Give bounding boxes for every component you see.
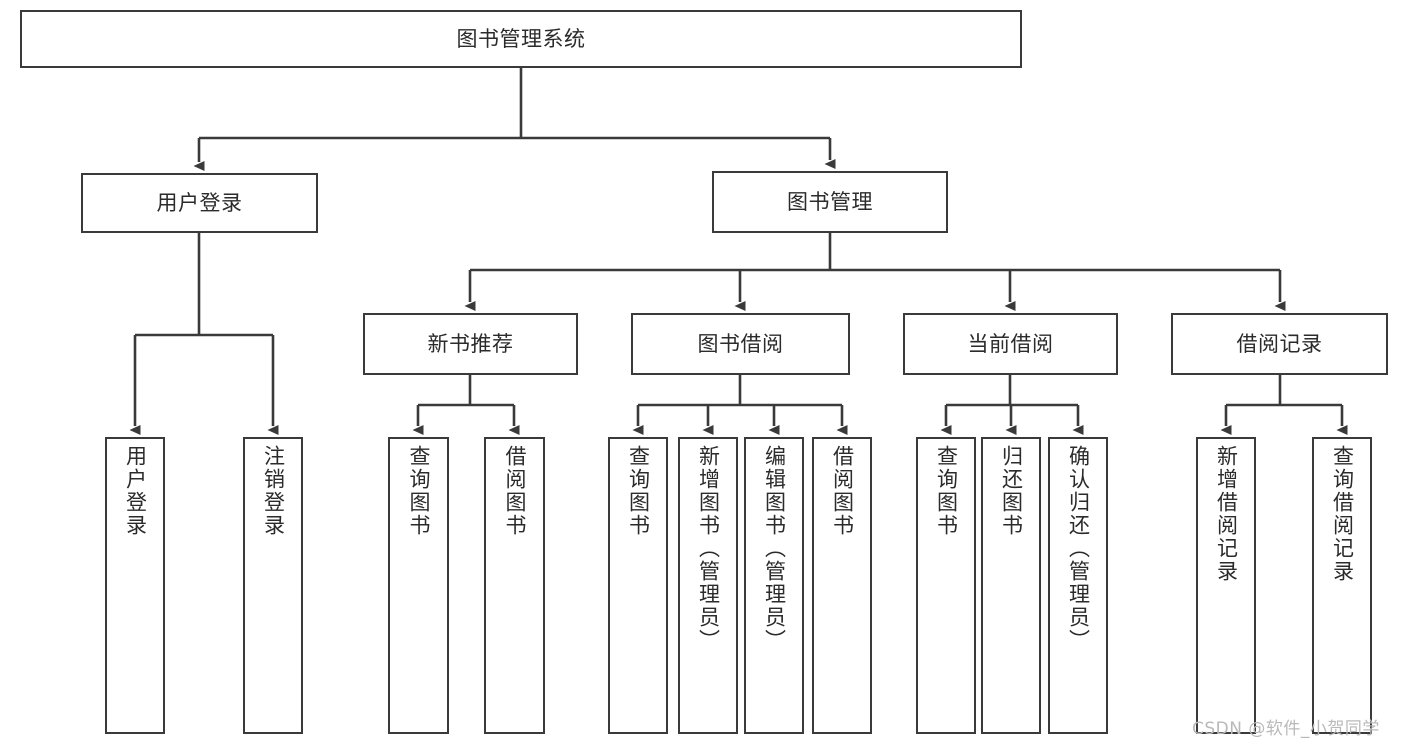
node-book-borrow-label: 图书借阅 <box>697 331 784 356</box>
leaf-user-login[interactable]: 用户登录 <box>105 437 165 734</box>
leaf-borrow-book-2[interactable]: 借阅图书 <box>812 437 872 734</box>
leaf-add-record[interactable]: 新增借阅记录 <box>1196 437 1256 734</box>
leaf-query-book-2[interactable]: 查询图书 <box>608 437 668 734</box>
leaf-edit-book[interactable]: 编辑图书（管理员） <box>744 437 804 734</box>
leaf-borrow-book-1-label: 借阅图书 <box>503 445 527 537</box>
leaf-user-login-label: 用户登录 <box>123 445 148 537</box>
leaf-query-book-2-label: 查询图书 <box>626 445 651 537</box>
node-user-login[interactable]: 用户登录 <box>81 173 318 233</box>
leaf-return-book[interactable]: 归还图书 <box>981 437 1041 734</box>
leaf-logout[interactable]: 注销登录 <box>243 437 303 734</box>
leaf-confirm-return[interactable]: 确认归还（管理员） <box>1048 437 1108 734</box>
node-borrow-record[interactable]: 借阅记录 <box>1171 313 1388 375</box>
node-root-label: 图书管理系统 <box>456 26 586 51</box>
leaf-query-record-label: 查询借阅记录 <box>1330 445 1355 583</box>
leaf-return-book-label: 归还图书 <box>999 445 1024 537</box>
leaf-edit-book-label: 编辑图书（管理员） <box>762 445 787 652</box>
leaf-add-book-label: 新增图书（管理员） <box>696 445 721 652</box>
leaf-borrow-book-2-label: 借阅图书 <box>830 445 855 537</box>
leaf-query-book-3[interactable]: 查询图书 <box>916 437 976 734</box>
node-book-manage[interactable]: 图书管理 <box>712 171 948 233</box>
node-book-manage-label: 图书管理 <box>787 189 873 214</box>
leaf-query-record[interactable]: 查询借阅记录 <box>1312 437 1372 734</box>
leaf-confirm-return-label: 确认归还（管理员） <box>1066 445 1091 652</box>
leaf-add-record-label: 新增借阅记录 <box>1214 445 1239 583</box>
csdn-watermark: CSDN @软件_小贺同学 <box>1192 719 1380 739</box>
leaf-query-book-1-label: 查询图书 <box>407 445 431 537</box>
node-new-book-recommend-label: 新书推荐 <box>427 331 514 356</box>
node-book-borrow[interactable]: 图书借阅 <box>631 313 850 375</box>
leaf-query-book-3-label: 查询图书 <box>934 445 959 537</box>
node-current-borrow-label: 当前借阅 <box>967 331 1054 356</box>
leaf-logout-label: 注销登录 <box>261 445 286 537</box>
leaf-add-book[interactable]: 新增图书（管理员） <box>678 437 738 734</box>
node-root[interactable]: 图书管理系统 <box>20 10 1022 68</box>
node-current-borrow[interactable]: 当前借阅 <box>903 313 1118 375</box>
leaf-query-book-1[interactable]: 查询图书 <box>388 437 449 734</box>
node-user-login-label: 用户登录 <box>156 190 243 215</box>
leaf-borrow-book-1[interactable]: 借阅图书 <box>484 437 545 734</box>
node-new-book-recommend[interactable]: 新书推荐 <box>363 313 578 375</box>
node-borrow-record-label: 借阅记录 <box>1236 331 1323 356</box>
